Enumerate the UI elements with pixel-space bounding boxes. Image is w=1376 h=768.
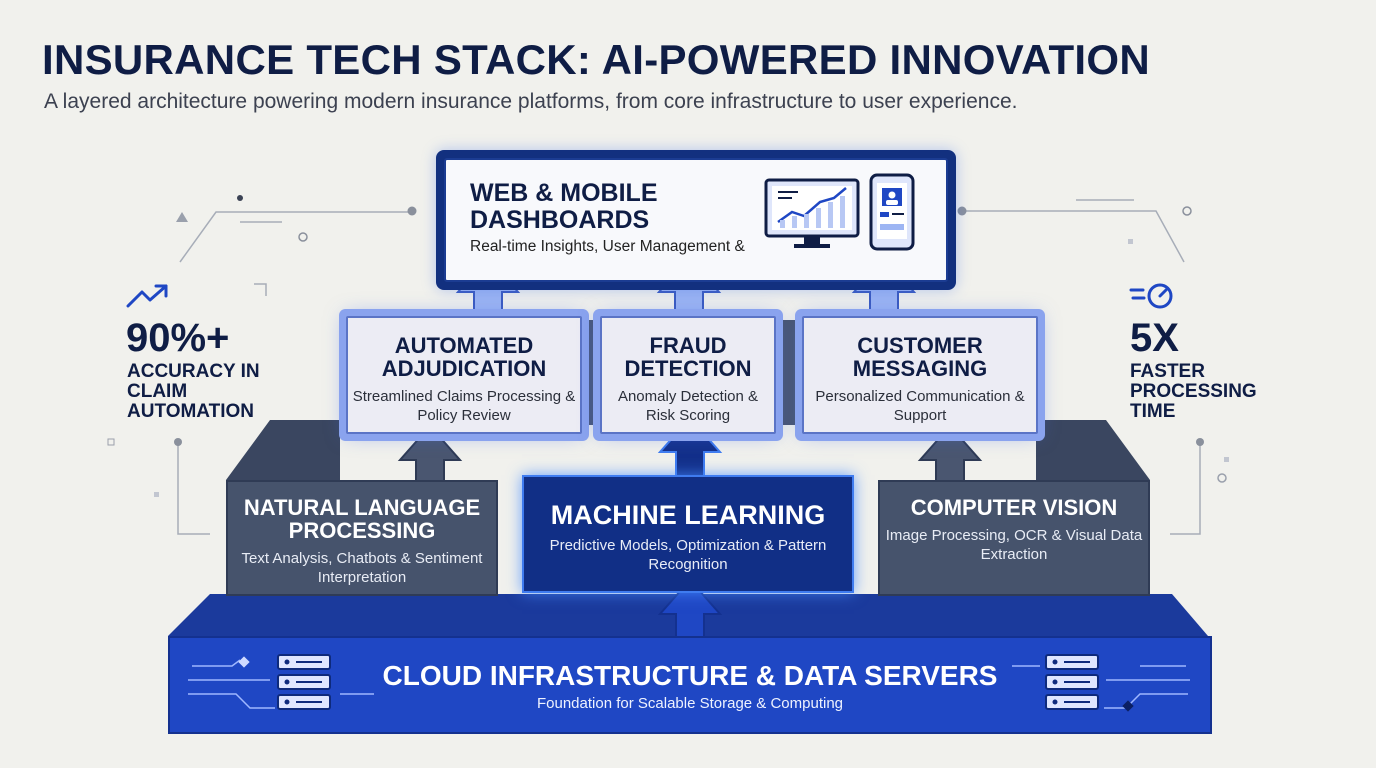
- circuit-lines-right: [962, 199, 1201, 535]
- nlp-title: NATURAL LANGUAGE PROCESSING: [243, 495, 481, 544]
- diamond-dot: [1122, 700, 1134, 712]
- dashboard-title: WEB & MOBILE DASHBOARDS: [470, 179, 658, 234]
- node-dot: [407, 206, 417, 216]
- fraud-detection-title: FRAUD DETECTION: [624, 333, 752, 382]
- machine-learning-title: MACHINE LEARNING: [550, 500, 826, 530]
- server-rack-icon: [277, 654, 331, 710]
- node-dot: [957, 206, 967, 216]
- speed-stat-label: FASTER PROCESSING TIME: [1130, 361, 1257, 422]
- bevel-left: [226, 420, 340, 480]
- diamond-dot: [238, 656, 250, 668]
- bevel-mid-left: [578, 320, 602, 425]
- bevel-right: [1036, 420, 1150, 480]
- node-dot: [298, 232, 308, 242]
- square-dot: [1128, 239, 1133, 244]
- customer-messaging-title: CUSTOMER MESSAGING: [852, 333, 988, 382]
- page-subtitle: A layered architecture powering modern i…: [44, 90, 1018, 113]
- smartphone-icon: [869, 173, 915, 251]
- node-dot: [237, 195, 243, 201]
- automated-adjudication-title: AUTOMATED ADJUDICATION: [381, 333, 547, 382]
- customer-messaging-box: CUSTOMER MESSAGING Personalized Communic…: [802, 316, 1038, 434]
- trend-up-icon: [126, 284, 168, 308]
- customer-messaging-description: Personalized Communication & Support: [815, 388, 1025, 424]
- speed-stat-value: 5X: [1130, 316, 1179, 360]
- arrow-up-icon: [657, 578, 723, 641]
- page-title: INSURANCE TECH STACK: AI-POWERED INNOVAT…: [42, 36, 1150, 83]
- node-dot: [1182, 206, 1192, 216]
- node-dot: [1217, 473, 1227, 483]
- arrow-up-icon: [397, 424, 463, 487]
- circuit-lines-left: [177, 211, 412, 535]
- accuracy-stat-label: ACCURACY IN CLAIM AUTOMATION: [127, 361, 260, 422]
- automated-adjudication-description: Streamlined Claims Processing & Policy R…: [352, 388, 576, 424]
- machine-learning-box: MACHINE LEARNING Predictive Models, Opti…: [522, 475, 854, 593]
- nlp-box: NATURAL LANGUAGE PROCESSING Text Analysi…: [226, 480, 498, 596]
- server-rack-icon: [1045, 654, 1099, 710]
- bevel-mid-right: [776, 320, 800, 425]
- square-dot: [107, 438, 115, 446]
- computer-vision-box: COMPUTER VISION Image Processing, OCR & …: [878, 480, 1150, 596]
- node-dot: [1196, 438, 1204, 446]
- nlp-description: Text Analysis, Chatbots & Sentiment Inte…: [241, 550, 483, 586]
- machine-learning-description: Predictive Models, Optimization & Patter…: [549, 537, 827, 574]
- fraud-detection-description: Anomaly Detection & Risk Scoring: [617, 388, 759, 424]
- computer-vision-description: Image Processing, OCR & Visual Data Extr…: [885, 527, 1143, 563]
- cloud-infrastructure-description: Foundation for Scalable Storage & Comput…: [536, 695, 844, 712]
- monitor-chart-icon: [764, 178, 860, 248]
- arrow-up-icon: [917, 424, 983, 487]
- computer-vision-title: COMPUTER VISION: [910, 495, 1118, 520]
- cloud-panel-overlay: [188, 654, 1190, 712]
- cloud-infrastructure-title: CLOUD INFRASTRUCTURE & DATA SERVERS: [382, 660, 998, 691]
- triangle-icon: [176, 212, 188, 222]
- node-dot: [174, 438, 182, 446]
- fraud-detection-box: FRAUD DETECTION Anomaly Detection & Risk…: [600, 316, 776, 434]
- square-dot: [154, 492, 159, 497]
- stopwatch-icon: [1129, 283, 1173, 309]
- cloud-infrastructure-box: CLOUD INFRASTRUCTURE & DATA SERVERS Foun…: [168, 636, 1212, 734]
- dashboard-layer: WEB & MOBILE DASHBOARDS Real-time Insigh…: [436, 150, 956, 290]
- circuit-lines-cloud: [188, 659, 1190, 709]
- square-dot: [1224, 457, 1229, 462]
- accuracy-stat-value: 90%+: [126, 316, 230, 360]
- dashboard-description: Real-time Insights, User Management &: [470, 238, 745, 255]
- automated-adjudication-box: AUTOMATED ADJUDICATION Streamlined Claim…: [346, 316, 582, 434]
